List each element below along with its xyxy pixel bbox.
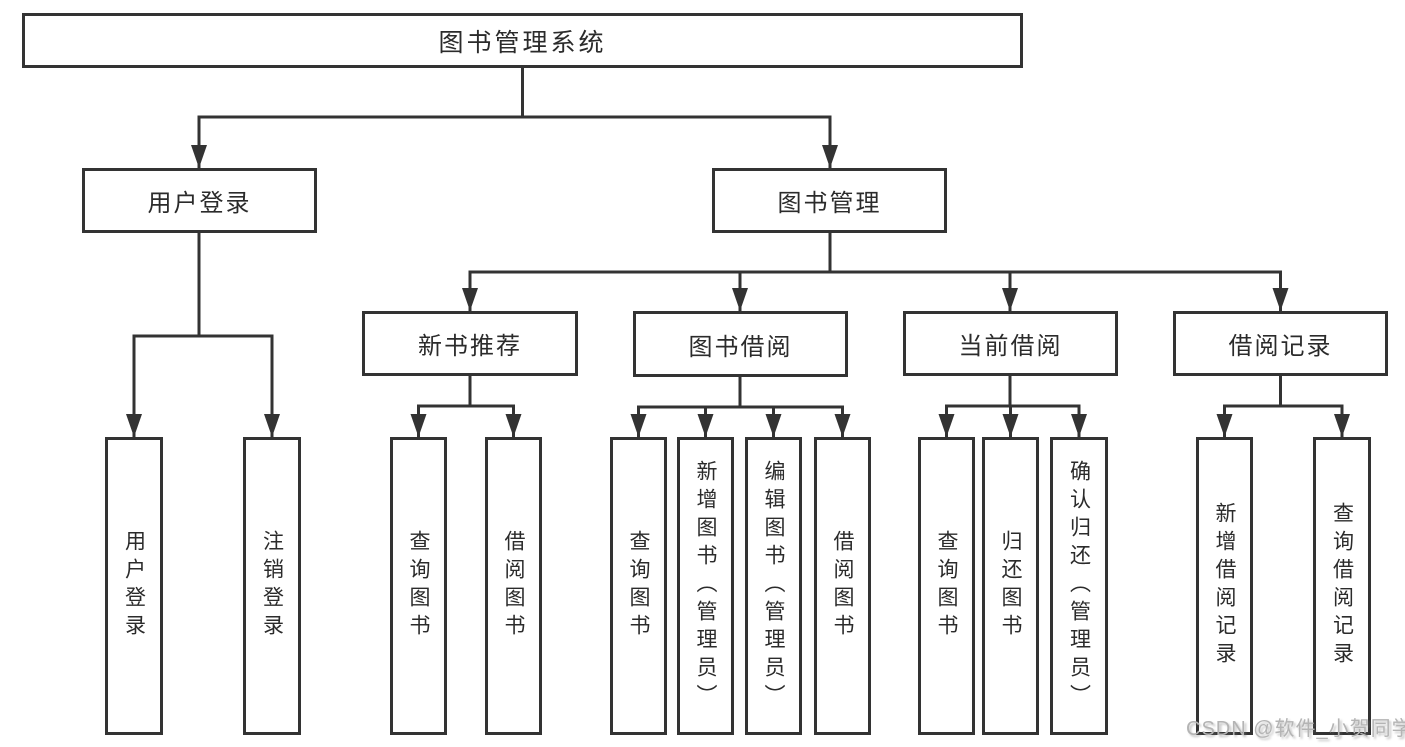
leaf-edit-books-admin: 编辑图书（管理员） (745, 437, 802, 735)
node-new-book-recommend: 新书推荐 (362, 311, 578, 376)
leaf-query-books-current: 查询图书 (918, 437, 975, 735)
leaf-user-login: 用户登录 (105, 437, 163, 735)
leaf-query-books-recommend: 查询图书 (390, 437, 447, 735)
leaf-add-books-admin: 新增图书（管理员） (677, 437, 734, 735)
leaf-query-books-borrowing: 查询图书 (610, 437, 667, 735)
node-current-borrowing: 当前借阅 (903, 311, 1118, 376)
edge-book-borrowing-to-leaves (630, 377, 851, 437)
node-book-management: 图书管理 (712, 168, 947, 233)
edge-current-borrowing-to-leaves (938, 376, 1087, 437)
leaf-query-borrow-record: 查询借阅记录 (1313, 437, 1371, 735)
node-user-login: 用户登录 (82, 168, 317, 233)
node-root-system: 图书管理系统 (22, 13, 1023, 68)
node-book-borrowing: 图书借阅 (633, 311, 848, 377)
leaf-logout: 注销登录 (243, 437, 301, 735)
leaf-add-borrow-record: 新增借阅记录 (1196, 437, 1253, 735)
edge-borrow-records-to-leaves (1216, 376, 1350, 437)
leaf-confirm-return-admin: 确认归还（管理员） (1050, 437, 1108, 735)
edge-new-book-recommend-to-leaves (410, 376, 522, 437)
edge-book-management-to-level3 (462, 233, 1289, 311)
edge-root-to-level2 (191, 68, 838, 168)
csdn-watermark: CSDN @软件_小贺同学 (1186, 718, 1405, 740)
leaf-return-books: 归还图书 (982, 437, 1039, 735)
leaf-borrow-books-recommend: 借阅图书 (485, 437, 542, 735)
node-borrow-records: 借阅记录 (1173, 311, 1388, 376)
leaf-borrow-books: 借阅图书 (814, 437, 871, 735)
edge-user-login-to-leaves (126, 233, 280, 437)
